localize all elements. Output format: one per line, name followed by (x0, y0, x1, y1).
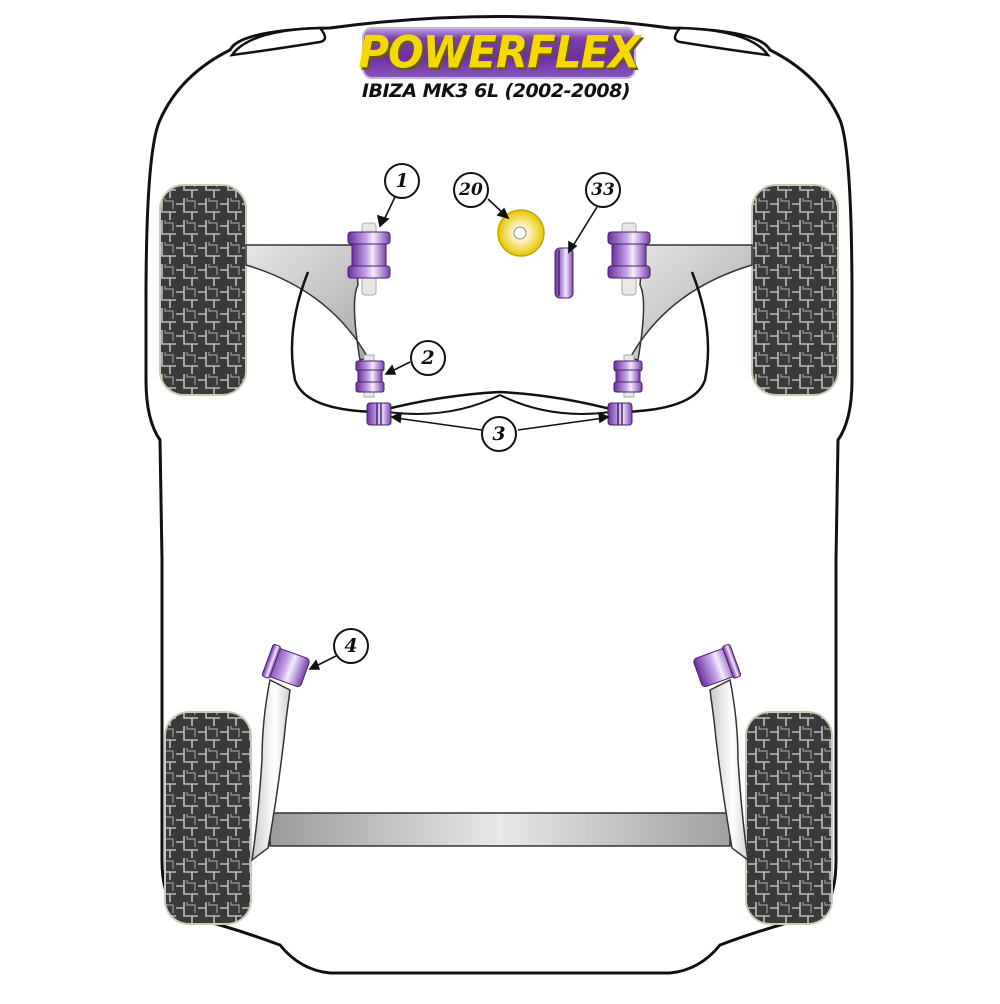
anti-roll-bar (290, 271, 710, 414)
leader-arrows (308, 196, 610, 670)
vehicle-model-title: IBIZA MK3 6L (2002-2008) (361, 80, 631, 102)
front-right-tyre (751, 184, 839, 396)
brand-logo: POWERFLEX (358, 27, 641, 79)
callout-3: 3 (481, 416, 517, 452)
front-left-tyre (159, 184, 247, 396)
bush-2-left (355, 354, 385, 398)
bush-4-right (693, 643, 742, 688)
bush-2-right (613, 354, 643, 398)
rear-axle-beam (269, 812, 731, 847)
rear-right-trailing-arm (709, 678, 750, 862)
bush-4-left (261, 643, 310, 688)
right-mirror (673, 26, 771, 57)
callout-20: 20 (453, 172, 489, 208)
callout-2: 2 (410, 340, 446, 376)
bush-20-yellow-washer (497, 209, 545, 257)
callout-1: 1 (384, 163, 420, 199)
bush-1-right (607, 222, 651, 296)
bush-3-right (607, 402, 633, 426)
rear-left-tyre (164, 711, 252, 925)
left-mirror (229, 26, 327, 57)
callout-4: 4 (333, 628, 369, 664)
brand-logo-text: POWERFLEX (358, 26, 640, 79)
rear-right-tyre (745, 711, 833, 925)
bush-33-ring (554, 247, 574, 299)
rear-left-trailing-arm (250, 678, 291, 862)
callout-33: 33 (585, 172, 621, 208)
bush-1-left (347, 222, 391, 296)
right-wishbone (628, 244, 753, 361)
left-wishbone (245, 244, 370, 361)
bush-3-left (366, 402, 392, 426)
